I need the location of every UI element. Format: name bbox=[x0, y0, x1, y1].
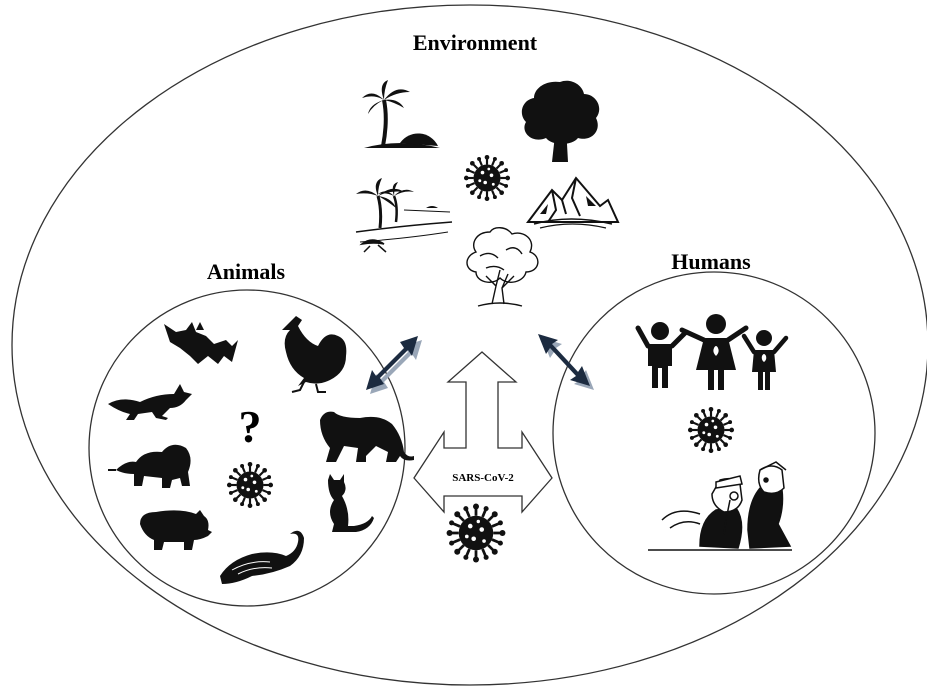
palm-island-icon bbox=[362, 80, 440, 148]
virus-icon bbox=[445, 502, 507, 564]
animals-circle bbox=[88, 289, 406, 607]
question-mark: ? bbox=[239, 401, 262, 452]
pangolin-icon bbox=[220, 530, 304, 584]
beach-palms-icon bbox=[355, 178, 453, 253]
oak-tree-icon bbox=[521, 80, 600, 162]
environment-ellipse bbox=[11, 4, 927, 686]
lion-icon bbox=[108, 444, 191, 488]
fox-icon bbox=[108, 384, 192, 420]
pig-icon bbox=[140, 510, 212, 550]
cat-icon bbox=[328, 474, 374, 532]
environment-label: Environment bbox=[413, 30, 538, 55]
rooster-icon bbox=[282, 316, 347, 393]
sketched-tree-icon bbox=[466, 227, 539, 307]
sars-cov-2-arrow bbox=[413, 351, 553, 514]
doctor-patient-icon bbox=[648, 461, 792, 551]
sars-cov-2-label: SARS-CoV-2 bbox=[452, 472, 514, 484]
virus-icon bbox=[225, 460, 275, 510]
bat-icon bbox=[164, 322, 238, 364]
humans-circle bbox=[552, 271, 876, 595]
tiger-icon bbox=[320, 411, 414, 462]
animals-label: Animals bbox=[207, 259, 286, 284]
mountains-icon bbox=[526, 176, 620, 229]
virus-icon bbox=[462, 153, 512, 203]
humans-environment-arrow bbox=[538, 334, 594, 390]
family-icon bbox=[635, 314, 789, 390]
humans-label: Humans bbox=[671, 249, 751, 274]
virus-icon bbox=[686, 405, 736, 455]
animals-environment-arrow bbox=[366, 336, 422, 394]
